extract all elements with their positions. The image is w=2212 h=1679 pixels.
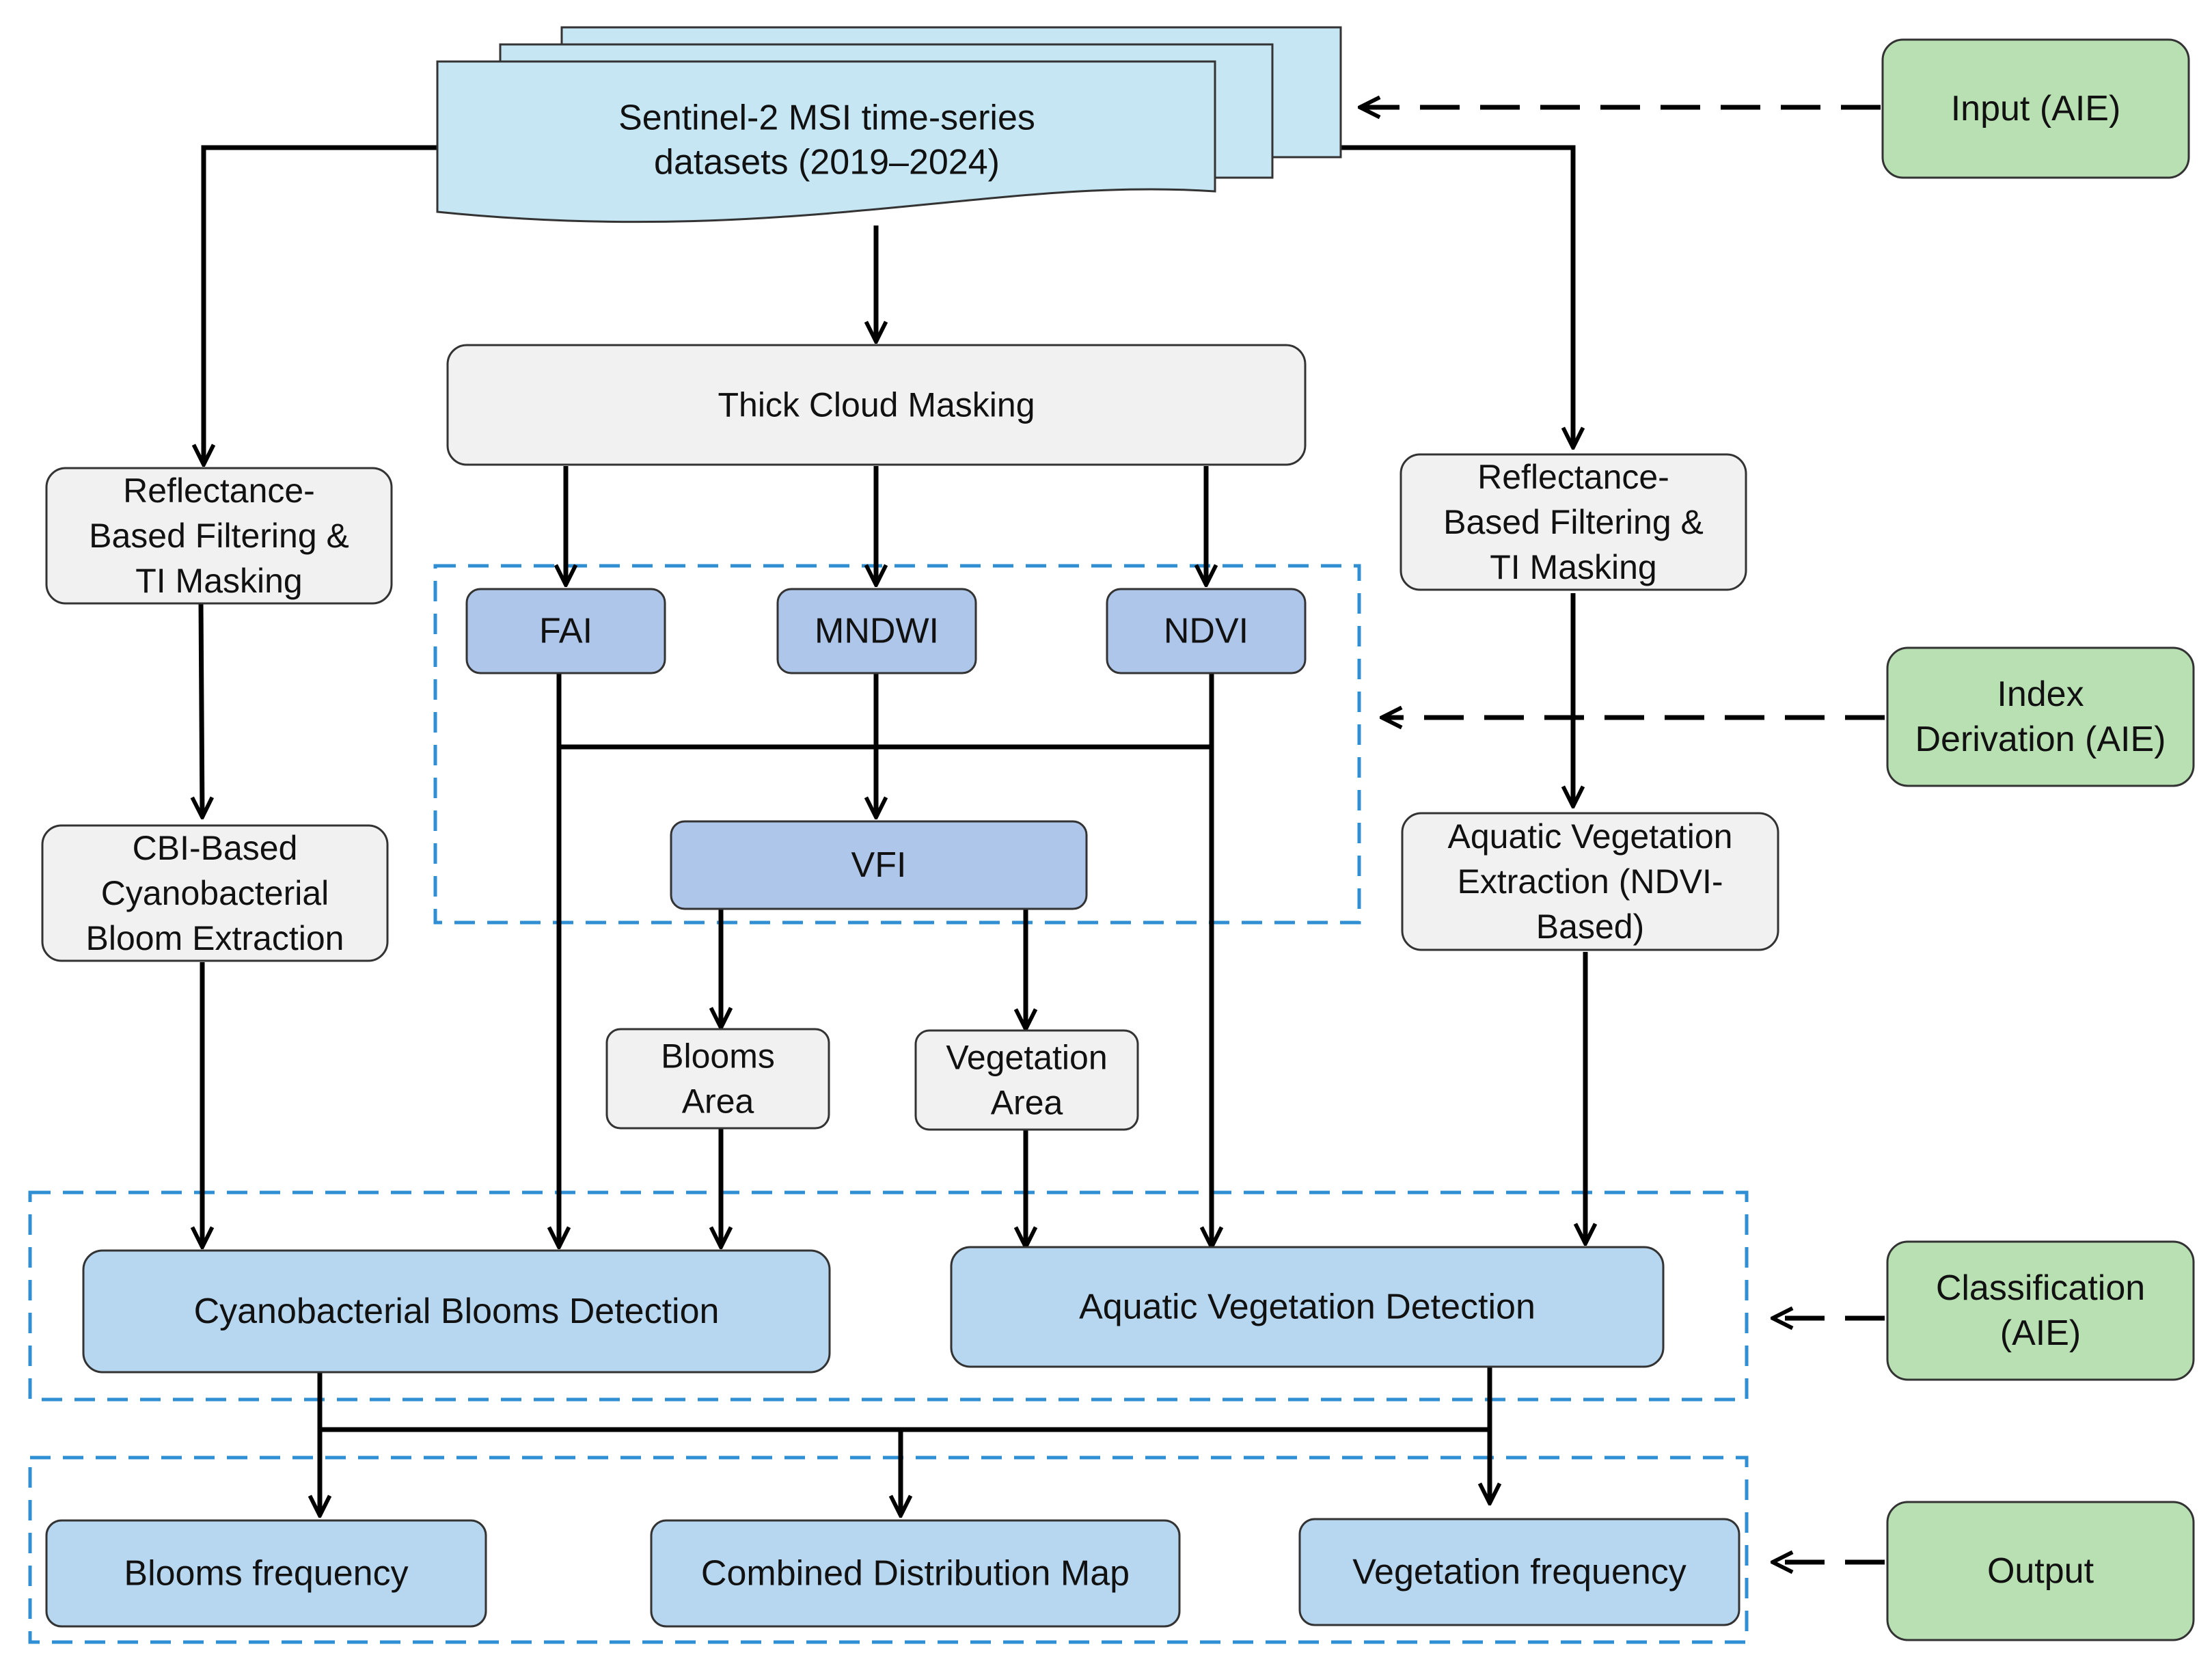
side-label-index-derivation-label-line-1: Index (1997, 674, 2084, 714)
node-aquatic-vegetation-detection-label-line-1: Aquatic Vegetation Detection (1079, 1287, 1535, 1327)
dashed-groups (28, 564, 1749, 1644)
node-fai: FAI (465, 588, 666, 674)
node-blooms-area-label-line-2: Area (682, 1082, 754, 1121)
node-vegetation-frequency: Vegetation frequency (1298, 1518, 1740, 1626)
node-sentinel: Sentinel-2 MSI time-series datasets (2019… (436, 26, 1342, 223)
node-thick-cloud-masking-box (446, 344, 1307, 466)
sentinel-label-line-2: datasets (2019–2024) (654, 143, 1000, 182)
node-combined-distribution-map: Combined Distribution Map (650, 1519, 1181, 1628)
connector-sentinel-to-reflectance-left (204, 145, 437, 465)
node-reflectance-filtering-right-label-line-1: Reflectance- (1477, 458, 1669, 496)
node-vfi-label-line-1: VFI (851, 845, 907, 885)
node-vfi-box (670, 820, 1088, 910)
side-label-classification-box (1886, 1240, 2195, 1381)
node-ndvi-label-line-1: NDVI (1164, 612, 1248, 651)
connectors (201, 107, 1885, 1562)
node-cyanobacterial-blooms-detection: Cyanobacterial Blooms Detection (82, 1249, 831, 1374)
node-aquatic-vegetation-detection-box (950, 1246, 1665, 1368)
node-combined-distribution-map-box (650, 1519, 1181, 1628)
node-cyanobacterial-blooms-detection-box (82, 1249, 831, 1374)
node-reflectance-filtering-right-box (1399, 453, 1747, 591)
node-vfi: VFI (670, 820, 1088, 910)
node-mndwi-label-line-1: MNDWI (815, 612, 939, 651)
side-label-input-label-line-1: Input (AIE) (1951, 89, 2121, 128)
node-reflectance-filtering-left-label-line-1: Reflectance- (123, 472, 315, 510)
node-vegetation-area-box (914, 1029, 1139, 1131)
node-reflectance-filtering-left-label-line-2: Based Filtering & (89, 517, 349, 555)
side-label-index-derivation-label-line-2: Derivation (AIE) (1915, 720, 2166, 759)
node-ndvi: NDVI (1106, 588, 1307, 674)
node-aquatic-vegetation-detection: Aquatic Vegetation Detection (950, 1246, 1665, 1368)
node-aquatic-vegetation-extraction-box (1401, 812, 1779, 951)
node-aquatic-vegetation-extraction-label-line-2: Extraction (NDVI- (1458, 862, 1723, 901)
node-reflectance-filtering-left-label-line-3: TI Masking (135, 562, 303, 600)
node-reflectance-filtering-right: Reflectance- Based Filtering & TI Masking (1399, 453, 1747, 591)
sentinel-label-line-1: Sentinel-2 MSI time-series (618, 98, 1035, 138)
node-mndwi-box (776, 588, 977, 674)
node-thick-cloud-masking-label-line-1: Thick Cloud Masking (718, 386, 1035, 424)
side-label-index-derivation-box (1886, 646, 2195, 787)
node-fai-box (465, 588, 666, 674)
side-label-input: Input (AIE) (1881, 38, 2190, 179)
node-cbi-extraction-label-line-3: Bloom Extraction (86, 919, 344, 957)
node-aquatic-vegetation-extraction-label-line-3: Based) (1536, 907, 1644, 946)
node-blooms-area-label-line-1: Blooms (661, 1037, 775, 1076)
side-label-input-box (1881, 38, 2190, 179)
nodes: Sentinel-2 MSI time-series datasets (2019… (41, 26, 2195, 1641)
node-reflectance-filtering-right-label-line-3: TI Masking (1490, 548, 1657, 586)
node-blooms-area-box (605, 1028, 830, 1130)
side-label-classification-label-line-2: (AIE) (2000, 1313, 2081, 1353)
node-reflectance-filtering-left-box (45, 467, 393, 605)
node-cbi-extraction-box (41, 824, 389, 962)
side-label-output: Output (1886, 1501, 2195, 1641)
node-vegetation-frequency-box (1298, 1518, 1740, 1626)
node-vegetation-area-label-line-1: Vegetation (946, 1039, 1107, 1077)
node-fai-label-line-1: FAI (539, 612, 592, 651)
node-cbi-extraction-label-line-1: CBI-Based (133, 829, 298, 867)
node-reflectance-filtering-right-label-line-2: Based Filtering & (1443, 503, 1704, 541)
index-group-box (433, 564, 1361, 925)
classification-group-box (28, 1190, 1749, 1402)
node-thick-cloud-masking: Thick Cloud Masking (446, 344, 1307, 466)
side-label-classification: Classification (AIE) (1886, 1240, 2195, 1381)
node-reflectance-filtering-left: Reflectance- Based Filtering & TI Masking (45, 467, 393, 605)
side-label-classification-label-line-1: Classification (1936, 1268, 2145, 1308)
connector-sentinel-to-reflectance-right (1339, 145, 1573, 448)
node-blooms-frequency-label-line-1: Blooms frequency (124, 1554, 408, 1594)
node-blooms-frequency: Blooms frequency (45, 1519, 487, 1628)
node-aquatic-vegetation-extraction-label-line-1: Aquatic Vegetation (1448, 817, 1733, 856)
side-label-output-box (1886, 1501, 2195, 1641)
node-blooms-frequency-box (45, 1519, 487, 1628)
node-cbi-extraction-label-line-2: Cyanobacterial (101, 874, 329, 912)
node-vegetation-frequency-label-line-1: Vegetation frequency (1352, 1553, 1687, 1592)
output-group-box (28, 1456, 1749, 1644)
node-ndvi-box (1106, 588, 1307, 674)
sentinel-front-sheet (436, 60, 1216, 223)
node-mndwi: MNDWI (776, 588, 977, 674)
node-cyanobacterial-blooms-detection-label-line-1: Cyanobacterial Blooms Detection (194, 1292, 720, 1331)
connector-reflectance-to-cbi (201, 601, 202, 817)
node-combined-distribution-map-label-line-1: Combined Distribution Map (701, 1554, 1130, 1594)
side-label-output-label-line-1: Output (1987, 1551, 2094, 1591)
node-vegetation-area-label-line-2: Area (991, 1084, 1063, 1122)
